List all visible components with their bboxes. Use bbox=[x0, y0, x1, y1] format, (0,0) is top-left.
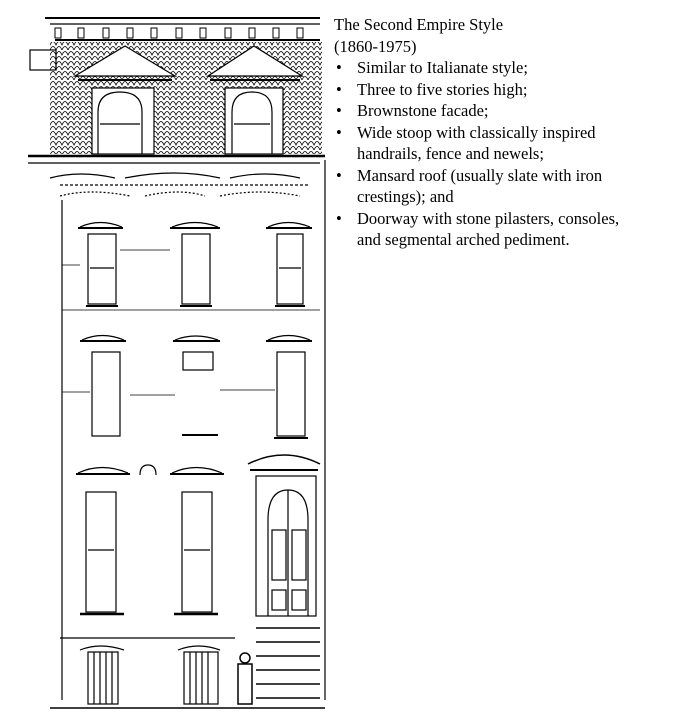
feature-list: •Similar to Italianate style; •Three to … bbox=[334, 57, 684, 251]
feature-item: •Similar to Italianate style; bbox=[336, 58, 528, 77]
style-dates: (1860-1975) bbox=[334, 36, 417, 56]
feature-item: •Three to five stories high; bbox=[336, 79, 528, 99]
style-title: The Second Empire Style bbox=[334, 15, 504, 34]
bullet-icon: • bbox=[336, 79, 342, 99]
building-elevation-drawing-icon bbox=[28, 17, 326, 709]
bullet-icon: • bbox=[336, 122, 342, 142]
feature-item: •Doorway with stone pilasters, consoles,… bbox=[336, 208, 620, 250]
bullet-icon: • bbox=[336, 208, 342, 228]
bullet-icon: • bbox=[336, 58, 342, 77]
bullet-icon: • bbox=[336, 165, 342, 185]
building-elevation-figure bbox=[20, 0, 330, 725]
feature-item: •Brownstone facade; bbox=[336, 101, 489, 120]
bullet-icon: • bbox=[336, 101, 342, 120]
style-description: The Second Empire Style (1860-1975) •Sim… bbox=[334, 14, 684, 251]
